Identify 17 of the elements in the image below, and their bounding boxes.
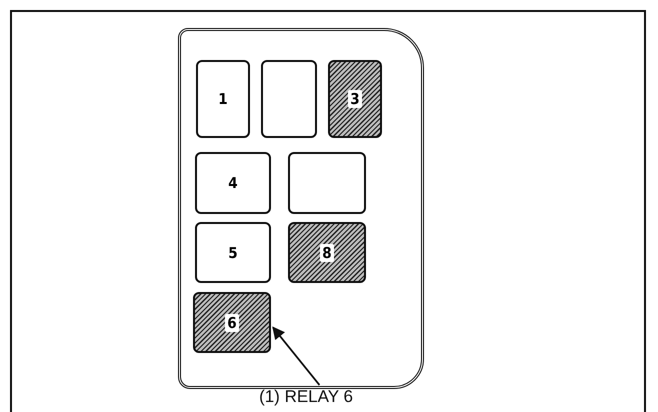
relay-box <box>261 60 317 138</box>
relay-number: 8 <box>320 244 334 262</box>
relay-number: 1 <box>218 90 228 108</box>
relay-number: 3 <box>348 90 362 108</box>
relay-box <box>288 222 366 283</box>
relay-panel <box>178 28 424 389</box>
relay-box <box>288 152 366 214</box>
arrow <box>272 326 320 386</box>
relay-box <box>193 292 271 353</box>
relay-box <box>196 60 250 138</box>
relay-number: 6 <box>225 314 239 332</box>
callout-text: (1) RELAY 6 <box>259 387 353 407</box>
relay-box <box>195 222 271 283</box>
relay-box <box>195 152 271 214</box>
relay-number: 5 <box>228 244 238 262</box>
relay-box <box>328 60 382 138</box>
relay-number: 4 <box>228 174 238 192</box>
